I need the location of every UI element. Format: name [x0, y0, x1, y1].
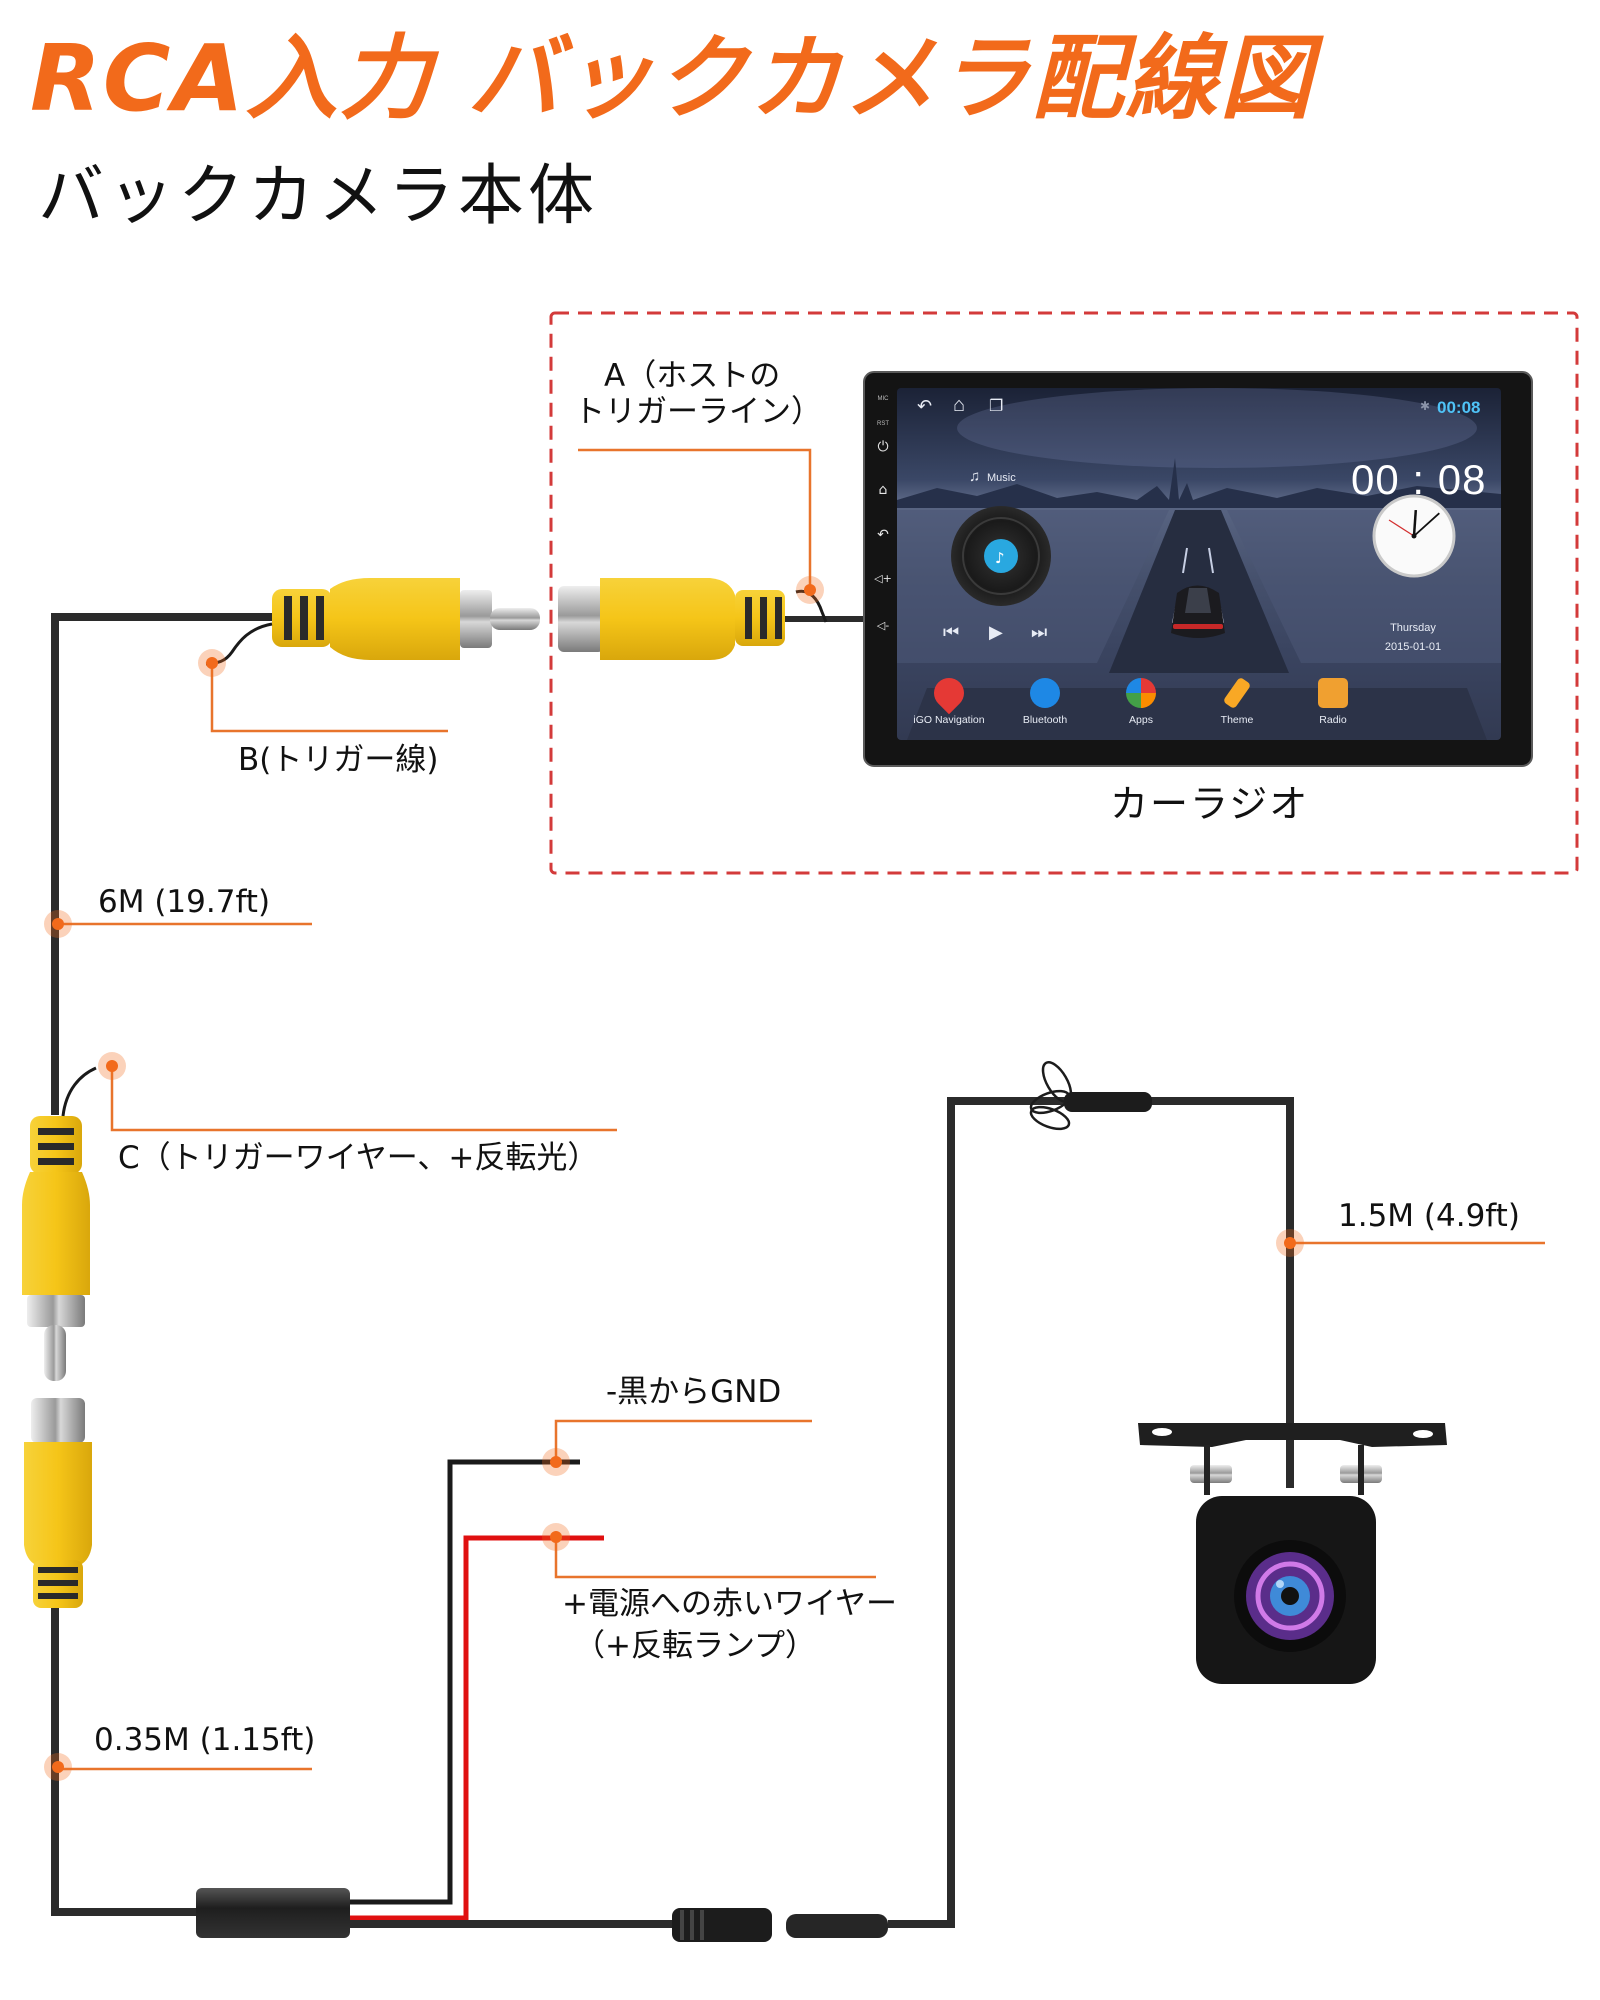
label-cable-1-5m: 1.5M (4.9ft): [1338, 1198, 1520, 1234]
nav-back-icon[interactable]: ↶: [917, 396, 933, 416]
app-igo-navigation[interactable]: iGO Navigation: [901, 671, 997, 726]
back-icon[interactable]: ↶: [877, 527, 889, 543]
rca-plug-male-horizontal: [272, 578, 540, 660]
skyline: [897, 458, 1501, 508]
label-red-wire-1: +電源への赤いワイヤー: [562, 1586, 898, 1622]
diagram-title: RCA入力 バックカメラ配線図: [30, 25, 1314, 132]
paintbrush-icon: [1222, 676, 1252, 710]
camera-cable-1-5m: [888, 1097, 1294, 1928]
callout-line-a: [578, 448, 812, 588]
callout-dot-1-5m: [1276, 1229, 1304, 1257]
app-theme[interactable]: Theme: [1189, 676, 1285, 726]
backup-camera: [1138, 1423, 1447, 1684]
reset-button[interactable]: RST: [877, 421, 889, 427]
app-label: iGO Navigation: [913, 714, 985, 726]
app-label: Apps: [1129, 714, 1153, 726]
status-bar-time: 00:08: [1437, 398, 1481, 417]
clock-date: 2015-01-01: [1384, 641, 1442, 653]
callout-dot-6m: [44, 910, 72, 938]
app-apps[interactable]: Apps: [1093, 678, 1189, 726]
music-note-icon: ♫: [969, 468, 981, 485]
cable-tie: [1064, 1092, 1152, 1112]
next-track-button[interactable]: ⏭: [1031, 622, 1048, 642]
bluetooth-status-icon: ✱: [1420, 399, 1431, 413]
rca-jack-female-vertical: [24, 1398, 92, 1608]
mount-screw-left: [1190, 1465, 1232, 1483]
callout-line-gnd: [554, 1419, 812, 1462]
volume-up-icon[interactable]: ◁+: [874, 572, 892, 585]
label-c-trigger: C（トリガーワイヤー、+反転光）: [118, 1140, 599, 1176]
play-button[interactable]: ▶: [989, 622, 1003, 642]
ferrite-core: [196, 1888, 350, 1938]
app-label: Theme: [1220, 714, 1254, 726]
clock-second-hand: [1388, 519, 1415, 537]
nav-home-icon[interactable]: ⌂: [953, 394, 966, 416]
trigger-wire-a: [795, 589, 828, 623]
previous-track-button[interactable]: ⏮: [943, 622, 960, 642]
callout-dot-b: [198, 649, 226, 677]
app-label: Bluetooth: [1022, 714, 1068, 726]
clock-minute-hand: [1413, 512, 1440, 537]
main-cable-0-35m: [51, 1605, 200, 1916]
clock-hour-hand: [1412, 510, 1418, 537]
map-pin-icon: [927, 671, 971, 715]
callout-dot-a: [796, 576, 824, 604]
callout-line-c: [110, 1068, 617, 1132]
camera-mount-bracket: [1138, 1423, 1447, 1447]
analog-clock: [1372, 494, 1456, 578]
apps-icon: [1126, 678, 1156, 708]
app-label: Radio: [1319, 714, 1347, 726]
callout-dot-0-35m: [44, 1753, 72, 1781]
trigger-wire-c: [61, 1066, 97, 1117]
nav-recents-icon[interactable]: ❐: [989, 398, 1004, 415]
cable-tie-loops-icon: [1029, 1061, 1073, 1131]
connector-female: [672, 1908, 772, 1942]
rca-plug-male-vertical: [22, 1116, 90, 1381]
callout-dot-red: [542, 1523, 570, 1551]
main-cable-6m: [51, 613, 272, 1115]
bluetooth-icon: [1030, 678, 1060, 708]
callout-dot-gnd: [542, 1448, 570, 1476]
black-ground-wire: [350, 1459, 580, 1905]
label-red-wire-2: （+反転ランプ）: [574, 1628, 817, 1664]
callout-dot-c: [98, 1052, 126, 1080]
car-image: [1171, 585, 1225, 638]
red-power-wire: [350, 1535, 604, 1921]
connector-male: [786, 1914, 888, 1938]
callout-line-b: [210, 665, 448, 733]
home-icon[interactable]: ⌂: [878, 482, 888, 498]
head-unit-screen[interactable]: ♪ ↶ ⌂ ❐ ✱ 00:08 ♫ Music ⏮ ▶ ⏭ 00 : 08 Th…: [897, 388, 1501, 740]
digital-clock: 00 : 08: [1351, 456, 1487, 503]
label-a-trigger-line-1: A（ホストの: [604, 358, 781, 394]
label-a-trigger-line-2: トリガーライン）: [574, 394, 822, 430]
label-cable-6m: 6M (19.7ft): [98, 884, 271, 920]
radio-icon: [1318, 678, 1348, 708]
power-icon[interactable]: ⏻: [877, 439, 889, 455]
diagram-subtitle: バックカメラ本体: [38, 157, 598, 234]
app-bluetooth[interactable]: Bluetooth: [997, 678, 1093, 726]
volume-down-icon[interactable]: ◁-: [876, 619, 890, 632]
label-b-trigger: B(トリガー線): [238, 742, 439, 778]
rca-jack-female-horizontal: [558, 578, 785, 660]
screen-artwork: ♪: [897, 388, 1501, 740]
svg-text:♪: ♪: [995, 549, 1005, 567]
music-widget-label[interactable]: Music: [987, 472, 1016, 484]
head-unit-group-box: [549, 311, 1579, 875]
mic-indicator: MIC: [877, 396, 889, 402]
clock-day: Thursday: [1390, 622, 1436, 634]
label-car-radio: カーラジオ: [1110, 782, 1310, 826]
label-cable-0-35m: 0.35M (1.15ft): [94, 1722, 316, 1758]
app-radio[interactable]: Radio: [1285, 678, 1381, 726]
callout-line-red: [554, 1538, 876, 1579]
label-ground: -黒からGND: [606, 1374, 782, 1410]
